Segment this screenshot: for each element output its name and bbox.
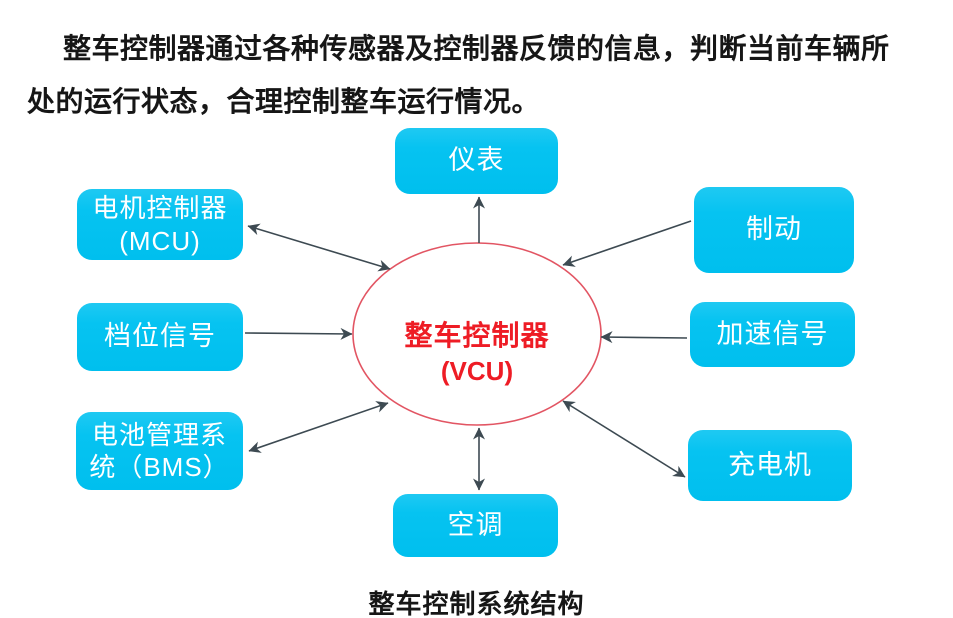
node-gear-label: 档位信号: [104, 321, 216, 352]
arrow-vcu-charger-bidirectional: [562, 400, 686, 478]
node-charger-label: 充电机: [728, 449, 812, 480]
node-mcu-label-line2: (MCU): [119, 225, 201, 256]
node-instrument-label: 仪表: [448, 145, 505, 176]
node-motor-controller: 电机控制器 (MCU): [77, 189, 243, 260]
node-brake: 制动: [694, 187, 854, 273]
node-bms-label-line1: 电池管理系: [91, 419, 227, 450]
arrow-vcu-mcu-bidirectional: [247, 223, 391, 272]
node-instrument: 仪表: [395, 128, 558, 194]
vcu-subtitle: (VCU): [440, 356, 514, 386]
intro-line-1: 整车控制器通过各种传感器及控制器反馈的信息，判断当前车辆所: [63, 33, 890, 64]
node-charger: 充电机: [688, 430, 852, 501]
diagram-caption: 整车控制系统结构: [368, 589, 585, 618]
vcu-title: 整车控制器: [404, 320, 550, 351]
node-mcu-label-line1: 电机控制器: [92, 193, 228, 223]
node-acceleration-signal: 加速信号: [690, 302, 855, 367]
vcu-center-label: 整车控制器 (VCU): [357, 314, 597, 387]
arrow-vcu-bms-bidirectional: [248, 401, 389, 453]
node-bms-label-line2: 统（BMS）: [89, 452, 230, 482]
node-battery-management: 电池管理系 统（BMS）: [76, 412, 243, 490]
arrow-gear-to-vcu: [244, 327, 353, 340]
intro-line-2: 处的运行状态，合理控制整车运行情况。: [27, 86, 541, 117]
node-ac-label: 空调: [447, 509, 504, 540]
node-brake-label: 制动: [746, 214, 802, 245]
arrow-accel-to-vcu: [600, 331, 688, 344]
intro-paragraph: 整车控制器通过各种传感器及控制器反馈的信息，判断当前车辆所 处的运行状态，合理控…: [27, 22, 928, 128]
node-air-conditioner: 空调: [393, 494, 558, 557]
node-gear-signal: 档位信号: [77, 303, 243, 371]
node-accel-label: 加速信号: [716, 318, 829, 349]
arrow-brake-to-vcu: [562, 220, 692, 267]
